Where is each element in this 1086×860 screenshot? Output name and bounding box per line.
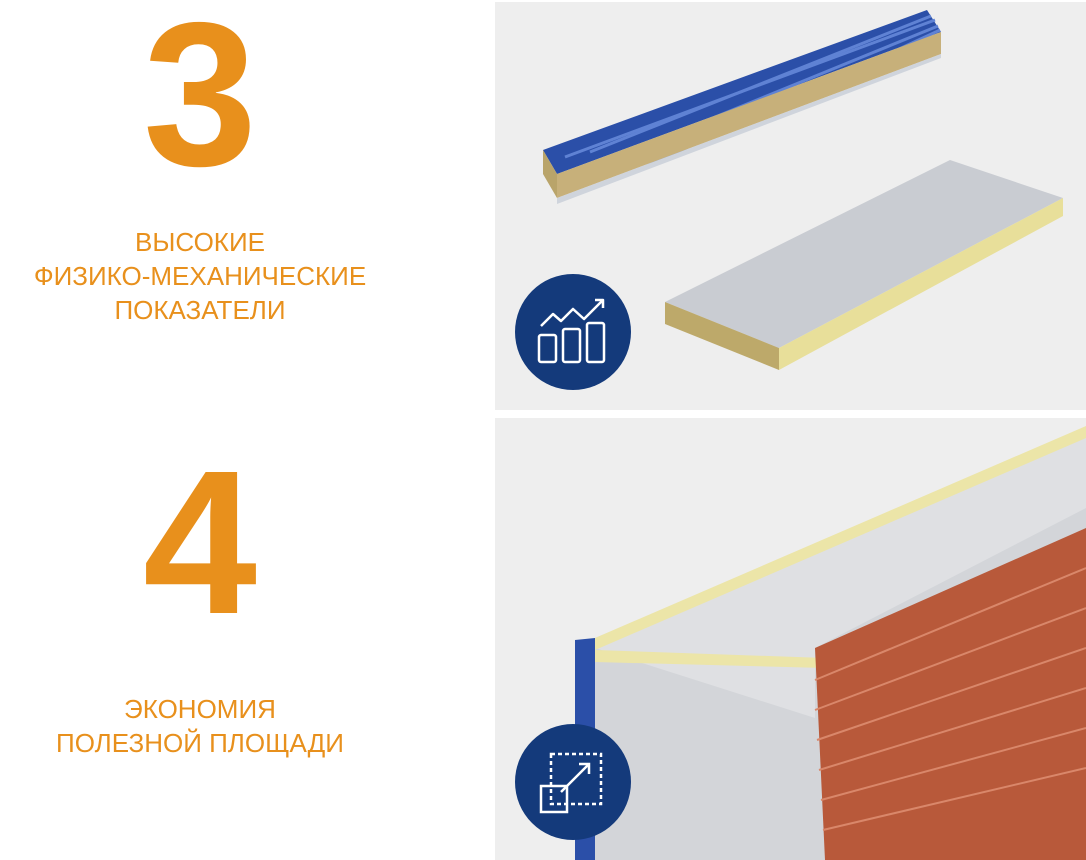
caption-line: ПОЛЕЗНОЙ ПЛОЩАДИ — [56, 728, 344, 758]
item-caption-4: ЭКОНОМИЯ ПОЛЕЗНОЙ ПЛОЩАДИ — [0, 692, 400, 760]
item-caption-3: ВЫСОКИЕ ФИЗИКО-МЕХАНИЧЕСКИЕ ПОКАЗАТЕЛИ — [0, 225, 400, 327]
item-number-4: 4 — [142, 428, 257, 657]
growth-chart-badge — [515, 274, 631, 390]
caption-line: ВЫСОКИЕ — [135, 227, 265, 257]
growth-chart-icon — [537, 298, 606, 364]
caption-line: ФИЗИКО-МЕХАНИЧЕСКИЕ — [33, 261, 367, 291]
sandwich-panels-image — [495, 2, 1086, 410]
expand-area-icon — [539, 752, 603, 814]
caption-line: ЭКОНОМИЯ — [124, 694, 276, 724]
item-number-3: 3 — [142, 0, 257, 209]
wall-area-image — [495, 418, 1086, 860]
caption-line: ПОКАЗАТЕЛИ — [114, 295, 286, 325]
expand-area-badge — [515, 724, 631, 840]
